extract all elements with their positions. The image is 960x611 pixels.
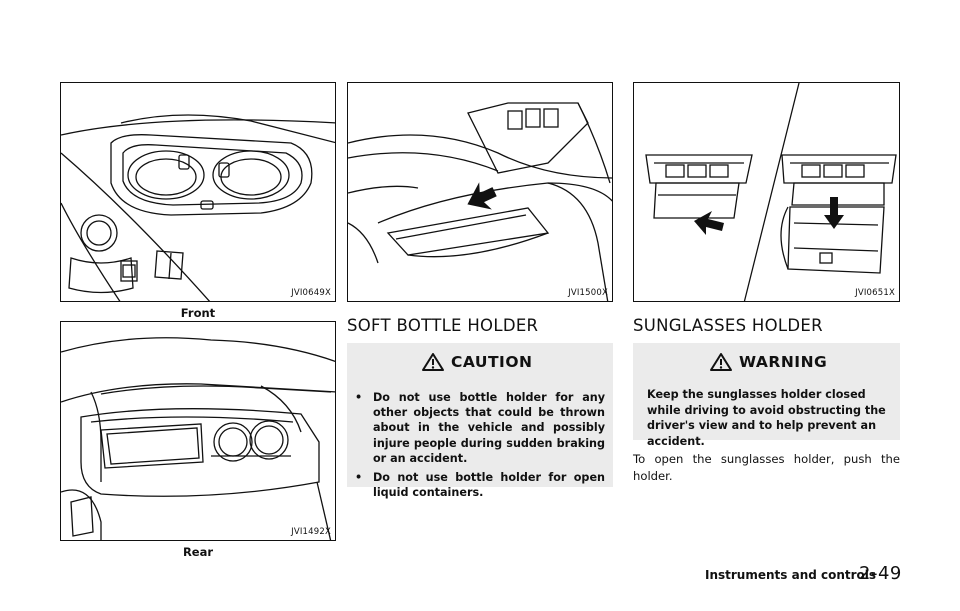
caution-item: •Do not use bottle holder for any other … — [355, 391, 605, 465]
front-cupholder-illustration — [61, 114, 335, 301]
figure-code: JVI0649X — [291, 288, 331, 298]
warning-box: WARNING Keep the sunglasses holder close… — [633, 343, 900, 448]
caution-list: •Do not use bottle holder for any other … — [353, 390, 605, 504]
figure-caption-rear: Rear — [182, 545, 214, 559]
caution-item: •Do not use bottle holder for open liqui… — [355, 471, 605, 500]
door-bottle-holder-figure: JVI1500X — [347, 82, 613, 302]
caution-item-text: Do not use bottle holder for any other o… — [373, 391, 605, 465]
footer-section-label: Instruments and controls — [705, 568, 877, 582]
rear-cupholder-illustration — [61, 337, 335, 540]
warning-triangle-icon — [710, 353, 732, 371]
warning-triangle-icon — [422, 353, 444, 371]
figure-code: JVI0651X — [855, 288, 895, 298]
warning-title: WARNING — [709, 352, 827, 372]
warning-text: Keep the sunglasses holder closed while … — [647, 388, 886, 448]
sunglasses-instructions: To open the sunglasses holder, push the … — [633, 452, 900, 483]
caution-item-text: Do not use bottle holder for open liquid… — [373, 471, 605, 500]
rear-cupholder-figure: JVI1492X — [60, 321, 336, 541]
front-cupholder-figure: JVI0649X — [60, 82, 336, 302]
door-bottle-holder-illustration — [348, 102, 612, 301]
section-heading-soft-bottle-holder: SOFT BOTTLE HOLDER — [347, 316, 539, 335]
figure-caption-front: Front — [180, 306, 216, 320]
figure-code: JVI1500X — [568, 288, 608, 298]
caution-title: CAUTION — [421, 352, 532, 372]
sunglasses-holder-figure: JVI0651X — [633, 82, 900, 302]
caution-box: CAUTION •Do not use bottle holder for an… — [347, 343, 613, 499]
figure-code: JVI1492X — [291, 527, 331, 537]
section-heading-sunglasses-holder: SUNGLASSES HOLDER — [633, 316, 823, 335]
sunglasses-holder-illustration — [645, 83, 897, 301]
page-number: 2-49 — [859, 563, 902, 584]
caution-title-text: CAUTION — [451, 353, 533, 371]
warning-title-text: WARNING — [739, 353, 828, 371]
